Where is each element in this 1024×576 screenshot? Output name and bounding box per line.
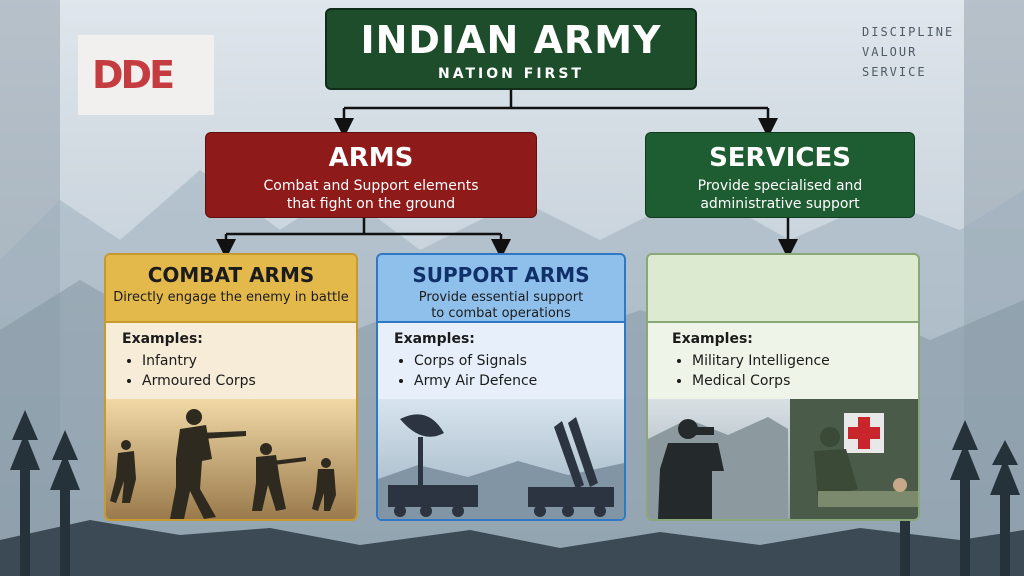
services-category-header (646, 253, 920, 323)
support-examples-label: Examples: (394, 331, 475, 347)
soldiers-battle-image (106, 399, 356, 519)
dde-logo: DDE (78, 35, 214, 115)
header-subtitle: NATION FIRST (438, 66, 584, 82)
support-arms-desc-line2: to combat operations (431, 306, 571, 321)
combat-arms-header: COMBAT ARMS Directly engage the enemy in… (104, 253, 358, 323)
services-desc-line2: administrative support (700, 196, 860, 212)
combat-example-armoured: Armoured Corps (142, 371, 256, 391)
combat-arms-panel: Examples: Infantry Armoured Corps (104, 323, 358, 521)
header-title: INDIAN ARMY (360, 18, 662, 62)
services-examples: Examples: Military Intelligence Medical … (672, 329, 830, 391)
combat-examples: Examples: Infantry Armoured Corps (122, 329, 256, 391)
arms-box: ARMS Combat and Support elements that fi… (205, 132, 537, 218)
services-example-medical: Medical Corps (692, 371, 830, 391)
support-example-signals: Corps of Signals (414, 351, 537, 371)
support-example-air-defence: Army Air Defence (414, 371, 537, 391)
services-title: SERVICES (709, 143, 851, 173)
services-example-intelligence: Military Intelligence (692, 351, 830, 371)
combat-examples-label: Examples: (122, 331, 203, 347)
radar-missile-image (378, 399, 624, 519)
combat-arms-title: COMBAT ARMS (147, 263, 315, 287)
support-examples: Examples: Corps of Signals Army Air Defe… (394, 329, 537, 391)
services-box: SERVICES Provide specialised and adminis… (645, 132, 915, 218)
support-arms-title: SUPPORT ARMS (412, 263, 590, 287)
motto-service: SERVICE (862, 65, 927, 79)
support-arms-panel: Examples: Corps of Signals Army Air Defe… (376, 323, 626, 521)
services-desc-line1: Provide specialised and (697, 178, 863, 194)
combat-example-infantry: Infantry (142, 351, 256, 371)
services-panel: Examples: Military Intelligence Medical … (646, 323, 920, 521)
combat-arms-desc: Directly engage the enemy in battle (113, 290, 349, 305)
motto-discipline: DISCIPLINE (862, 25, 955, 39)
arms-desc-line1: Combat and Support elements (263, 178, 479, 194)
motto: DISCIPLINE VALOUR SERVICE (862, 22, 954, 82)
header-box: INDIAN ARMY NATION FIRST (325, 8, 697, 90)
services-examples-label: Examples: (672, 331, 753, 347)
support-arms-header: SUPPORT ARMS Provide essential support t… (376, 253, 626, 323)
logo-text: DDE (92, 53, 175, 97)
arms-title: ARMS (328, 143, 414, 173)
arms-desc-line2: that fight on the ground (286, 196, 456, 212)
motto-valour: VALOUR (862, 45, 918, 59)
support-arms-desc-line1: Provide essential support (418, 290, 584, 305)
intelligence-medical-image (648, 399, 918, 519)
